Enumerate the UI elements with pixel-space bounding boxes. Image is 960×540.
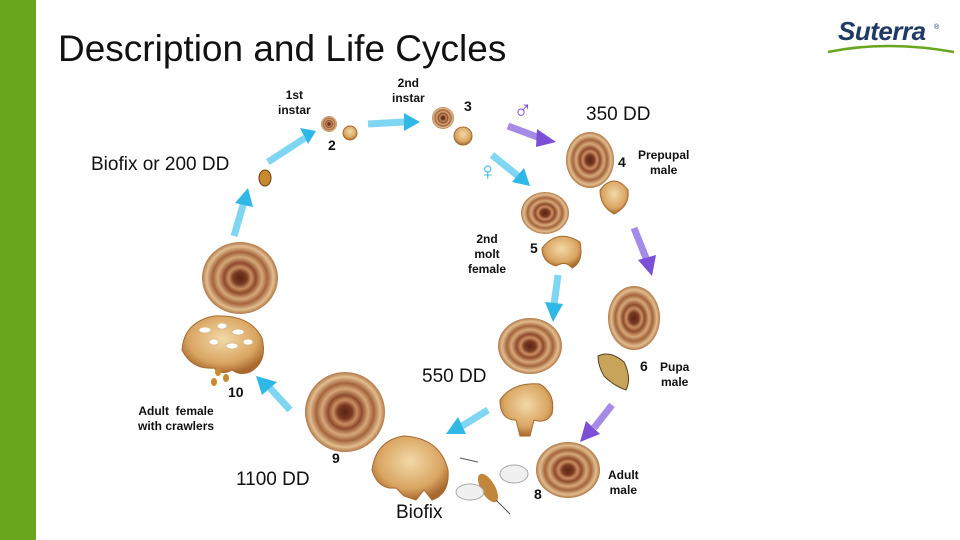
- arrow-purple-3: [580, 402, 615, 442]
- pupa-male-body: [597, 353, 630, 391]
- arrow-cyan-4: [545, 274, 563, 322]
- label-biofix: Biofix: [396, 502, 443, 523]
- label-1100dd: 1100 DD: [236, 469, 310, 490]
- prepupal-male-body: [599, 180, 629, 215]
- first-instar-body: [342, 125, 358, 141]
- female-body-550dd: [499, 383, 554, 437]
- prepupal-male-scale: [566, 132, 614, 188]
- crawler-insect: [258, 169, 272, 187]
- arrow-purple-1: [506, 122, 556, 147]
- adult-female-scale-1100dd: [305, 372, 385, 452]
- label-2nd-instar: 2nd instar: [392, 76, 425, 105]
- slide-title: Description and Life Cycles: [58, 28, 507, 69]
- stage-number-10: 10: [228, 384, 244, 400]
- stage-number-3: 3: [464, 98, 472, 114]
- suterra-logo: Suterra: [838, 16, 926, 46]
- released-crawlers: [211, 368, 229, 386]
- arrow-cyan-6: [256, 376, 293, 413]
- gravid-female-scale: [202, 242, 278, 314]
- stage-number-6: 6: [640, 358, 648, 374]
- female-symbol: ♀: [478, 156, 498, 186]
- female-scale-550dd: [498, 318, 562, 374]
- stage-number-9: 9: [332, 450, 340, 466]
- arrow-cyan-1: [266, 128, 316, 165]
- label-prepupal-male: Prepupal male: [638, 148, 690, 177]
- male-symbol: ♂: [513, 94, 533, 124]
- adult-male-scale: [536, 442, 600, 498]
- logo-swoosh: [827, 44, 955, 54]
- label-adult-female-with-crawlers: Adult female with crawlers: [138, 404, 215, 433]
- stage-number-4: 4: [618, 154, 626, 170]
- adult-female-body-biofix: [371, 435, 449, 501]
- arrow-purple-2: [630, 226, 656, 276]
- arrow-cyan-5: [446, 407, 490, 434]
- second-molt-female-body: [541, 235, 582, 269]
- logo-registered-mark: ®: [934, 24, 940, 31]
- label-350dd: 350 DD: [586, 104, 651, 125]
- label-adult-male: Adult male: [608, 468, 639, 497]
- label-1st-instar: 1st instar: [278, 88, 311, 117]
- stage-number-8: 8: [534, 486, 542, 502]
- label-2nd-molt-female: 2nd molt female: [468, 232, 507, 276]
- second-instar-body: [453, 126, 473, 146]
- stage-number-5: 5: [530, 240, 538, 256]
- label-biofix-or-200dd: Biofix or 200 DD: [91, 154, 230, 175]
- pupa-male-scale: [608, 286, 660, 350]
- green-sidebar-bar: [0, 0, 36, 540]
- adult-male-insect: [455, 457, 529, 515]
- arrow-cyan-3: [489, 152, 530, 186]
- arrow-cyan-7: [230, 188, 253, 237]
- label-pupa-male: Pupa male: [660, 360, 690, 389]
- crawlers-cluster: [198, 322, 254, 350]
- arrow-cyan-2: [367, 113, 420, 131]
- second-molt-female-scale: [521, 192, 569, 234]
- second-instar-scale: [432, 107, 454, 129]
- label-550dd: 550 DD: [422, 366, 487, 387]
- stage-number-2: 2: [328, 137, 336, 153]
- first-instar-scale: [321, 116, 337, 132]
